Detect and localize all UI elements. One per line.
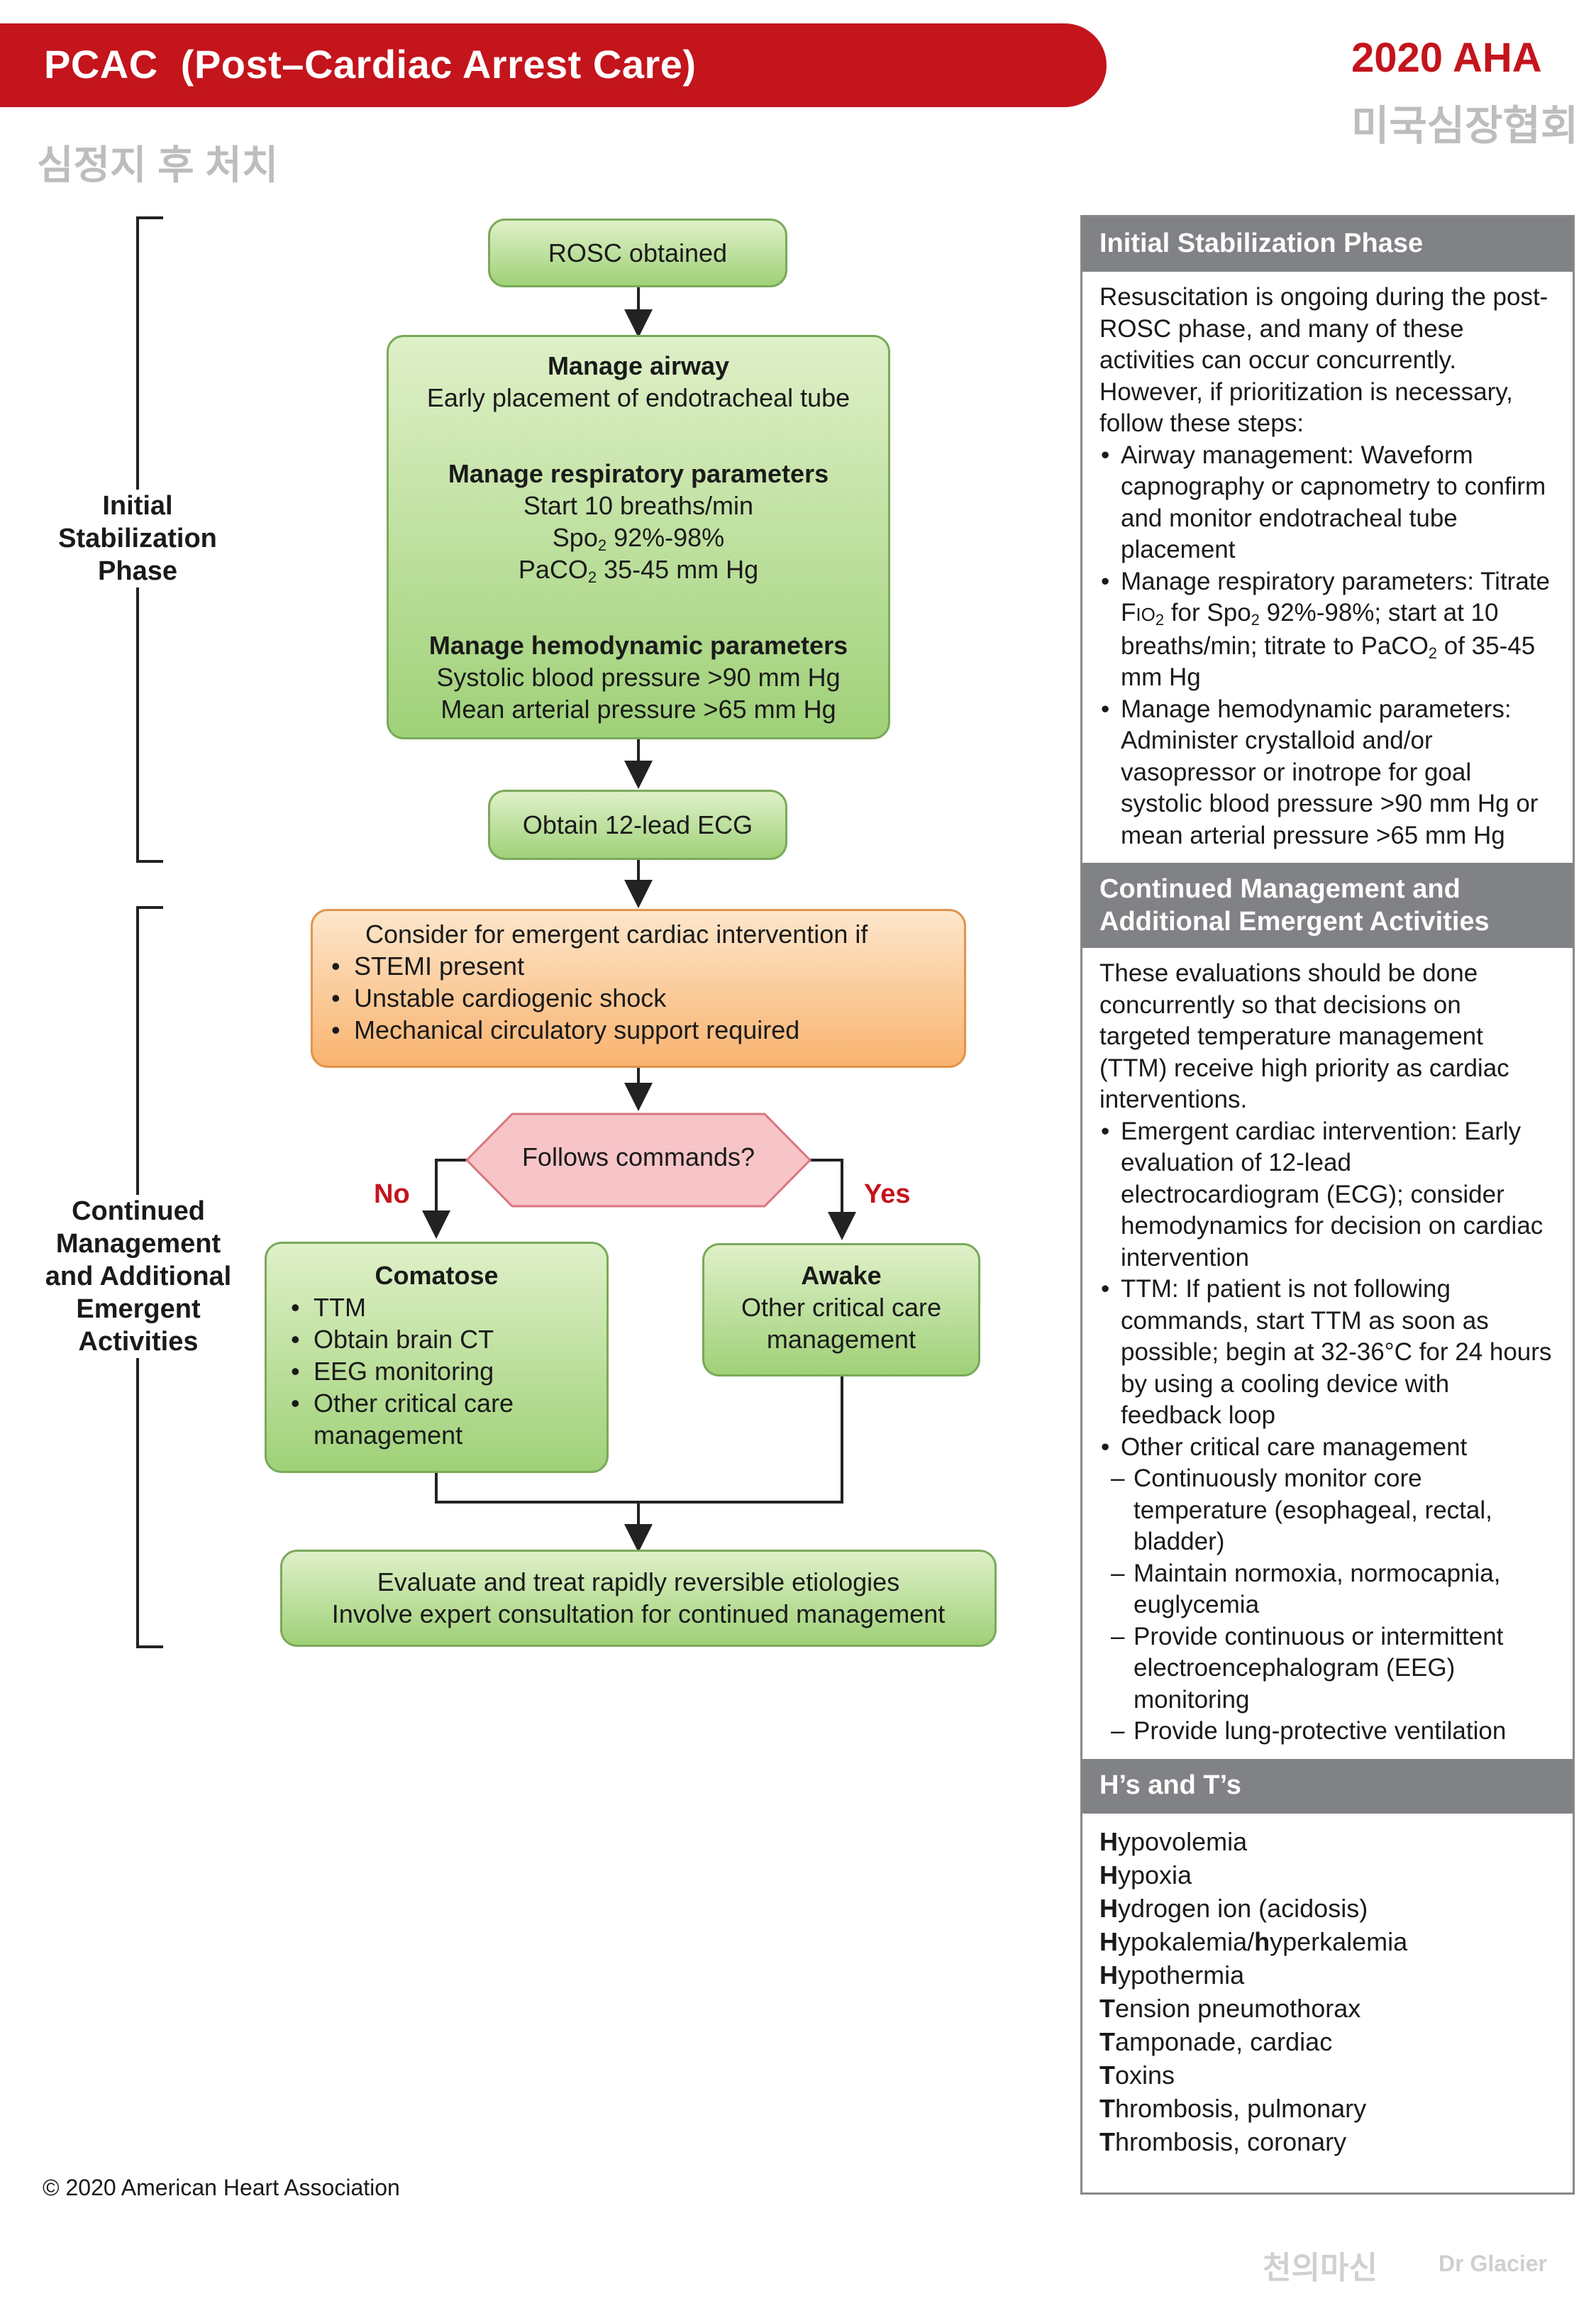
list-item: Airway management: Waveform capnography … [1099,440,1556,566]
yes-label: Yes [864,1179,911,1209]
list-item: EEG monitoring [288,1355,606,1387]
signature-watermark: 천의마신 [1263,2251,1378,2285]
list-item: Manage hemodynamic parameters: Administe… [1099,694,1556,852]
arrow-decision-yes [810,1159,856,1240]
rosc-box: ROSC obtained [488,219,787,287]
panel-heading-hts: H’s and T’s [1082,1758,1573,1814]
panel-intro: Resuscitation is ongoing during the post… [1099,283,1548,437]
cardiac-title: Consider for emergent cardiac interventi… [365,920,868,949]
list-item: Hypothermia [1099,1960,1245,1990]
brand-subtitle: 미국심장협회 [1351,103,1579,149]
list-item: TTM: If patient is not following command… [1099,1274,1556,1432]
panel-section-hts: Hypovolemia Hypoxia Hydrogen ion (acidos… [1082,1814,1573,2170]
respiratory-title: Manage respiratory parameters [448,459,829,488]
brand-title: 2020 AHA [1351,35,1542,81]
list-item: STEMI present [328,950,964,982]
list-item: Other critical care management Continuou… [1099,1432,1556,1748]
list-item: Unstable cardiogenic shock [328,982,964,1014]
list-item: Hypovolemia [1099,1826,1248,1856]
comatose-box: Comatose TTM Obtain brain CT EEG monitor… [265,1242,609,1473]
panel-intro: These evaluations should be done concurr… [1099,959,1509,1113]
page-subtitle: 심정지 후 처치 [37,143,279,187]
paco2-line: PaCO2 35-45 mm Hg [518,555,759,586]
panel-section-initial: Resuscitation is ongoing during the post… [1082,272,1573,863]
list-item: Manage respiratory parameters: Titrate F… [1099,566,1556,694]
airway-title: Manage airway [547,351,730,380]
management-box: Manage airway Early placement of endotra… [387,335,890,739]
continued-phase-label: Continued Management and Additional Emer… [35,1195,241,1358]
list-subitem: Continuously monitor core temperature (e… [1099,1463,1556,1558]
list-item: TTM [288,1291,606,1323]
decision-diamond [465,1113,812,1208]
panel-heading-continued: Continued Management and Additional Emer… [1082,863,1573,948]
cardiac-intervention-box: Consider for emergent cardiac interventi… [311,909,966,1068]
list-item: Other critical care management [288,1387,606,1451]
flow-connectors [422,287,856,1552]
hemodynamic-title: Manage hemodynamic parameters [428,631,848,660]
list-item: Hypoxia [1099,1860,1192,1890]
no-label: No [374,1179,410,1209]
list-item: Thrombosis, coronary [1099,2126,1347,2156]
side-panel: Initial Stabilization Phase Resuscitatio… [1080,215,1575,2195]
list-subitem: Maintain normoxia, normocapnia, euglycem… [1099,1558,1556,1621]
page-title: PCAC (Post–Cardiac Arrest Care) [44,42,697,87]
list-item: Mechanical circulatory support required [328,1014,964,1046]
awake-title: Awake [801,1261,882,1290]
list-subitem: Provide continuous or intermittent elect… [1099,1621,1556,1716]
list-item: Hypokalemia/hyperkalemia [1099,1926,1408,1956]
evaluate-box: Evaluate and treat rapidly reversible et… [280,1550,997,1647]
copyright-text: © 2020 American Heart Association [43,2175,400,2200]
ecg-box: Obtain 12-lead ECG [488,790,787,860]
credit-watermark: Dr Glacier [1439,2251,1547,2276]
list-item: Tamponade, cardiac [1099,2026,1333,2056]
list-item: Toxins [1099,2060,1175,2090]
list-item: Tension pneumothorax [1099,1993,1361,2023]
awake-text: Other critical care management [741,1293,942,1354]
header-banner [0,23,1107,107]
arrow-decision-no [422,1159,467,1239]
decision-label: Follows commands? [521,1142,755,1171]
spo2-line: Spo2 92%-98% [552,523,725,554]
list-subitem: Provide lung-protective ventilation [1099,1716,1556,1748]
list-item: Emergent cardiac intervention: Early eva… [1099,1116,1556,1274]
panel-section-continued: These evaluations should be done concurr… [1082,948,1573,1759]
awake-box: Awake Other critical care management [702,1243,980,1377]
list-item: Obtain brain CT [288,1323,606,1355]
initial-phase-label: Initial Stabilization Phase [43,490,233,587]
list-item: Thrombosis, pulmonary [1099,2093,1367,2123]
panel-heading-initial: Initial Stabilization Phase [1082,217,1573,272]
comatose-title: Comatose [375,1261,499,1290]
airway-text: Early placement of endotracheal tube [426,383,850,412]
list-item: Hydrogen ion (acidosis) [1099,1893,1368,1923]
